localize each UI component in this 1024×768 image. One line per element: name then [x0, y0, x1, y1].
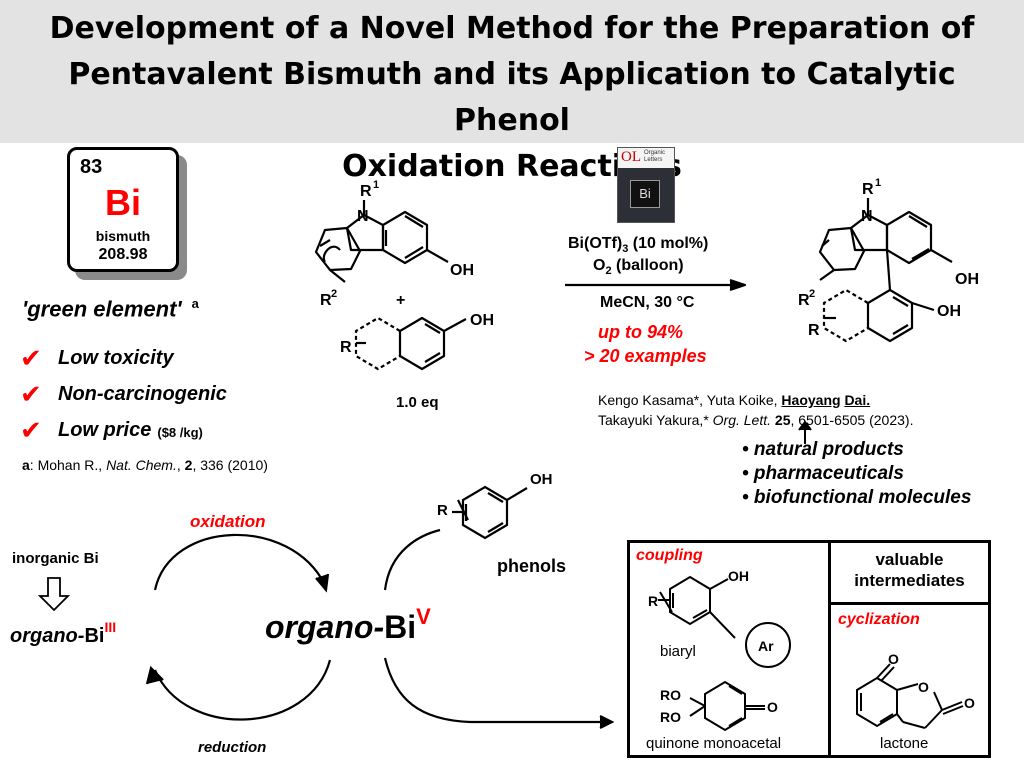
element-name: bismuth — [95, 228, 151, 244]
application-item: • pharmaceuticals — [742, 463, 904, 484]
footnote: a: Mohan R., Nat. Chem., 2, 336 (2010) — [22, 457, 268, 473]
svg-text:OH: OH — [450, 262, 474, 279]
green-element-label: 'green element'a — [22, 296, 199, 322]
element-symbol: Bi — [105, 182, 141, 223]
feature-item: ✔ Low price ($8 /kg) — [20, 415, 203, 445]
svg-text:R: R — [808, 322, 820, 339]
svg-text:inorganic Bi: inorganic Bi — [12, 550, 99, 567]
svg-text:O: O — [767, 699, 778, 715]
checkmark-icon: ✔ — [20, 343, 42, 373]
svg-text:O: O — [888, 651, 899, 667]
checkmark-icon: ✔ — [20, 415, 42, 445]
applications-list: • natural products • pharmaceuticals • b… — [742, 438, 971, 510]
svg-text:Ar: Ar — [758, 638, 774, 654]
svg-text:R: R — [798, 292, 810, 309]
svg-text:O: O — [964, 695, 975, 711]
valuable-intermediates-label: valuable intermediates — [854, 550, 965, 590]
journal-cover-header: OL Organic Letters — [618, 148, 674, 168]
application-item: • biofunctional molecules — [742, 487, 972, 508]
svg-text:OH: OH — [937, 303, 961, 320]
svg-text:organo-BiV: organo-BiV — [265, 604, 431, 645]
svg-text:2: 2 — [331, 288, 337, 300]
cyclization-label: cyclization — [838, 611, 920, 628]
svg-text:R: R — [360, 183, 372, 200]
journal-cover: OL Organic Letters Bi — [617, 147, 675, 223]
svg-text:R: R — [340, 339, 352, 356]
svg-text:O: O — [918, 679, 929, 695]
up-arrow-icon — [798, 420, 812, 444]
carbazole-reactant — [314, 200, 449, 283]
biaryl-product — [818, 198, 953, 343]
grid-divider-vertical — [828, 543, 831, 755]
journal-cover-badge: Bi — [630, 180, 660, 208]
svg-text:organo-BiIII: organo-BiIII — [10, 619, 116, 647]
svg-text:> 20 examples: > 20 examples — [584, 346, 707, 366]
svg-text:1: 1 — [875, 177, 881, 189]
page-title: Development of a Novel Method for the Pr… — [49, 11, 975, 184]
svg-text:Bi(OTf)3 (10 mol%): Bi(OTf)3 (10 mol%) — [568, 235, 708, 255]
svg-text:OH: OH — [530, 471, 553, 488]
svg-text:oxidation: oxidation — [190, 512, 266, 531]
svg-text:R: R — [320, 292, 332, 309]
products-box: coupling biaryl quinone monoacetal valua… — [627, 540, 991, 758]
product-structures — [658, 575, 964, 732]
citation: Kengo Kasama*, Yuta Koike, Haoyang Dai. … — [598, 392, 914, 428]
svg-text:reduction: reduction — [198, 739, 266, 756]
svg-text:OH: OH — [955, 271, 979, 288]
quinone-label: quinone monoacetal — [646, 735, 782, 752]
phenol-reactant — [354, 316, 467, 371]
svg-text:+: + — [396, 292, 405, 309]
svg-text:R: R — [862, 181, 874, 198]
svg-text:R: R — [437, 502, 448, 519]
atomic-mass: 208.98 — [98, 246, 148, 263]
catalytic-cycle — [37, 485, 615, 729]
feature-item: ✔ Low toxicity — [20, 343, 174, 373]
svg-text:O2 (balloon): O2 (balloon) — [593, 257, 684, 277]
svg-text:N: N — [357, 208, 369, 225]
biaryl-label: biaryl — [660, 643, 696, 660]
svg-text:R: R — [648, 593, 658, 609]
svg-text:RO: RO — [660, 687, 681, 703]
svg-text:MeCN, 30 °C: MeCN, 30 °C — [600, 294, 695, 311]
title-banner — [0, 0, 1024, 143]
svg-text:OH: OH — [470, 312, 494, 329]
checkmark-icon: ✔ — [20, 379, 42, 409]
grid-divider-horizontal — [831, 602, 988, 605]
svg-text:N: N — [861, 208, 873, 225]
atomic-number: 83 — [80, 156, 103, 178]
svg-text:1: 1 — [373, 179, 379, 191]
svg-text:OH: OH — [728, 568, 749, 584]
svg-text:phenols: phenols — [497, 556, 566, 576]
feature-item: ✔ Non-carcinogenic — [20, 379, 227, 409]
svg-text:1.0 eq: 1.0 eq — [396, 394, 439, 411]
feature-list: ✔ Low toxicity ✔ Non-carcinogenic ✔ Low … — [20, 340, 227, 448]
application-item: • natural products — [742, 439, 904, 460]
svg-text:up to 94%: up to 94% — [598, 322, 683, 342]
coupling-label: coupling — [636, 547, 703, 564]
svg-text:RO: RO — [660, 709, 681, 725]
svg-text:2: 2 — [809, 288, 815, 300]
element-tile: 83 Bi bismuth 208.98 — [67, 147, 179, 272]
lactone-label: lactone — [880, 735, 929, 752]
